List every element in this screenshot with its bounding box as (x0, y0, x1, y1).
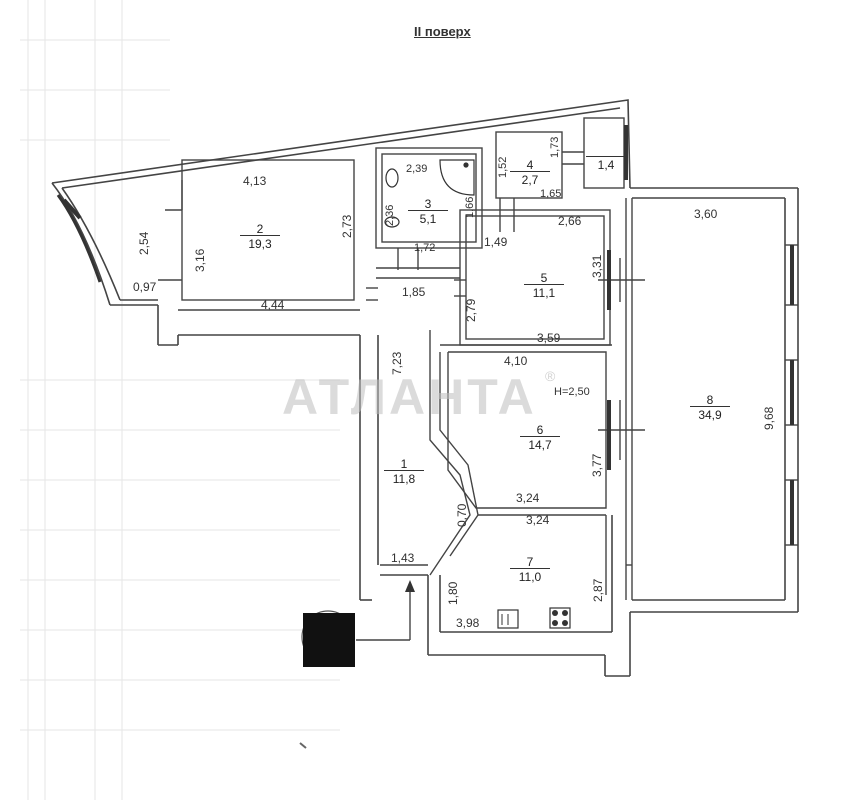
room-3-number: 3 (424, 197, 432, 211)
paper-scan-lines (20, 0, 340, 800)
dimension-label: 2,39 (406, 163, 428, 175)
dimension-label: 3,59 (537, 331, 561, 345)
dimension-label: 2,36 (384, 204, 396, 226)
room-6-number: 6 (536, 423, 544, 437)
dimension-label: 1,52 (497, 156, 509, 178)
dimension-label: 0,97 (133, 280, 157, 294)
dimension-label: 7,23 (390, 351, 404, 375)
dimension-label: 1,85 (402, 285, 426, 299)
dimension-label: 2,73 (340, 214, 354, 238)
kitchen-appliances (497, 607, 571, 629)
redacted-stamp (301, 610, 355, 667)
dimension-label: 0,70 (455, 503, 469, 527)
inner-walls (120, 117, 798, 641)
dimension-label: 2,87 (591, 578, 605, 602)
room-5-area: 11,1 (524, 284, 564, 300)
dimension-label: 2,54 (137, 231, 151, 255)
bay-window (56, 194, 102, 283)
room-1-number: 1 (400, 457, 408, 471)
window-segments (62, 125, 794, 545)
dimension-label: 1,43 (391, 551, 415, 565)
dimension-label: 3,31 (590, 254, 604, 278)
room-7-number: 7 (526, 555, 534, 569)
dimension-label: 2,79 (464, 298, 478, 322)
stray-mark (299, 742, 307, 749)
outer-walls (51, 99, 799, 677)
dimension-label: 3,98 (456, 616, 480, 630)
room-1-area: 11,8 (384, 470, 424, 486)
watermark-logo: АТЛАНТА (282, 369, 537, 425)
dimension-label: 1,80 (446, 581, 460, 605)
dimension-label: 9,68 (762, 406, 776, 430)
room-9-area: 1,4 (586, 156, 626, 172)
room-3-area: 5,1 (408, 210, 448, 226)
dimension-label: 1,66 (464, 196, 476, 218)
room-5-number: 5 (540, 271, 548, 285)
room-6-area: 14,7 (520, 436, 560, 452)
ceiling-height-label: H=2,50 (554, 386, 590, 398)
dimension-label: 4,13 (243, 174, 267, 188)
dimension-label: 2,66 (558, 214, 582, 228)
dimension-label: 4,10 (504, 354, 528, 368)
dimension-label: 3,24 (526, 513, 550, 527)
dimension-label: 3,60 (694, 207, 718, 221)
dimension-label: 1,49 (484, 235, 508, 249)
room-8-area: 34,9 (690, 406, 730, 422)
dimension-label: 1,72 (414, 242, 436, 254)
room-8-number: 8 (706, 393, 714, 407)
floor-title: ІІ поверх (414, 24, 471, 39)
room-7-area: 11,0 (510, 568, 550, 584)
room-2-number: 2 (256, 222, 264, 236)
dimension-label: 3,24 (516, 491, 540, 505)
dimension-label: 4,44 (261, 298, 285, 312)
watermark-registered-mark: ® (545, 368, 556, 384)
room-4-area: 2,7 (510, 171, 550, 187)
bathroom-fixtures (384, 159, 475, 228)
room-2-area: 19,3 (240, 235, 280, 251)
dimension-label: 3,77 (590, 453, 604, 477)
dimension-label: 1,73 (549, 136, 561, 158)
room-4-number: 4 (526, 158, 534, 172)
dimension-label: 1,65 (540, 188, 562, 200)
dimension-label: 3,16 (193, 248, 207, 272)
entrance-arrow (405, 580, 415, 592)
